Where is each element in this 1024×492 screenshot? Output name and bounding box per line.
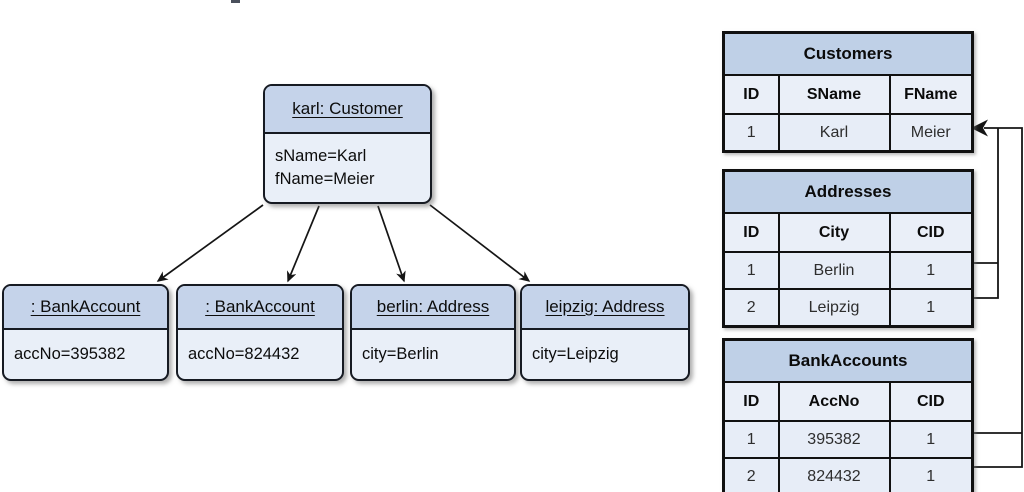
object-title: karl: Customer [292, 99, 403, 118]
attribute-accno: accNo=824432 [188, 345, 300, 363]
object-box-bankaccount-2: : BankAccount accNo=824432 [176, 284, 344, 381]
cell-fname: Meier [888, 113, 974, 153]
cell-id: 1 [722, 113, 780, 153]
object-box-bankaccount-1: : BankAccount accNo=395382 [2, 284, 169, 381]
object-box-header: karl: Customer [265, 86, 430, 134]
table-header-row: ID City CID [722, 212, 974, 253]
object-title: : BankAccount [30, 297, 141, 316]
column-header: AccNo [777, 381, 891, 422]
table-row: 1 Karl Meier [722, 113, 974, 153]
cell-id: 1 [722, 420, 780, 459]
cell-id: 2 [722, 457, 780, 492]
object-box-karl-customer: karl: Customer sName=Karl fName=Meier [263, 84, 432, 204]
object-title: : BankAccount [205, 297, 315, 316]
attribute-fname: fName=Meier [275, 170, 375, 188]
object-attributes: city=Leipzig [522, 330, 688, 379]
table-title: Customers [722, 31, 974, 76]
cell-accno: 824432 [777, 457, 891, 492]
cell-cid: 1 [888, 457, 974, 492]
cell-sname: Karl [777, 113, 891, 153]
column-header: ID [722, 212, 780, 253]
object-box-header: : BankAccount [178, 286, 342, 330]
cell-cid: 1 [888, 288, 974, 328]
cell-id: 2 [722, 288, 780, 328]
table-addresses: Addresses ID City CID 1 Berlin 1 2 Leipz… [722, 169, 975, 328]
table-row: 2 Leipzig 1 [722, 288, 974, 328]
table-row: 1 395382 1 [722, 420, 974, 459]
association-arrow-4 [429, 204, 531, 282]
fk-wire-bankaccounts [973, 127, 1023, 468]
attribute-city: city=Berlin [362, 345, 439, 363]
column-header: CID [888, 212, 974, 253]
attribute-accno: accNo=395382 [14, 345, 126, 363]
table-customers: Customers ID SName FName 1 Karl Meier [722, 31, 975, 153]
object-box-header: : BankAccount [4, 286, 167, 330]
cell-cid: 1 [888, 420, 974, 459]
object-attributes: accNo=824432 [178, 330, 342, 379]
cell-city: Leipzig [777, 288, 891, 328]
fk-wire-addresses [973, 128, 999, 299]
association-arrow-1 [156, 204, 264, 282]
association-arrow-2 [287, 205, 320, 283]
attribute-city: city=Leipzig [532, 345, 619, 363]
object-attributes: city=Berlin [352, 330, 514, 379]
column-header: City [777, 212, 891, 253]
cell-city: Berlin [777, 251, 891, 290]
attribute-sname: sName=Karl [275, 147, 367, 165]
table-header-row: ID AccNo CID [722, 381, 974, 422]
column-header: ID [722, 381, 780, 422]
association-arrow-3 [377, 205, 406, 283]
table-row: 2 824432 1 [722, 457, 974, 492]
object-title: berlin: Address [376, 297, 490, 316]
cell-cid: 1 [888, 251, 974, 290]
object-attributes: accNo=395382 [4, 330, 167, 379]
table-bankaccounts: BankAccounts ID AccNo CID 1 395382 1 2 8… [722, 338, 974, 492]
column-header: CID [888, 381, 974, 422]
table-title: BankAccounts [722, 338, 974, 383]
column-header: ID [722, 74, 780, 115]
object-box-leipzig-address: leipzig: Address city=Leipzig [520, 284, 690, 381]
object-box-header: berlin: Address [352, 286, 514, 330]
table-title: Addresses [722, 169, 974, 214]
column-header: SName [777, 74, 891, 115]
object-attributes: sName=Karl fName=Meier [265, 134, 430, 202]
object-box-berlin-address: berlin: Address city=Berlin [350, 284, 516, 381]
table-header-row: ID SName FName [722, 74, 974, 115]
cell-accno: 395382 [777, 420, 891, 459]
table-row: 1 Berlin 1 [722, 251, 974, 290]
cropped-text-artifact [231, 0, 240, 3]
cell-id: 1 [722, 251, 780, 290]
column-header: FName [888, 74, 974, 115]
object-title: leipzig: Address [545, 297, 665, 316]
object-box-header: leipzig: Address [522, 286, 688, 330]
